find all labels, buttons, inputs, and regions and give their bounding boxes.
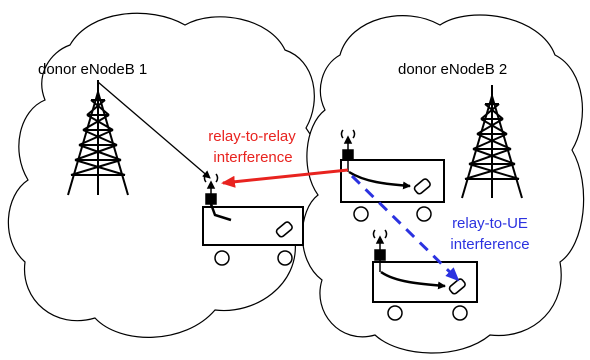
relay-antenna-icon (340, 129, 356, 172)
relay-to-ue-interference-arrow (350, 174, 460, 282)
backhaul-link-arrow (97, 81, 211, 179)
relay-to-relay-label-line2: interference (213, 149, 292, 166)
relay-to-relay-label-line1: relay-to-relay (208, 128, 296, 145)
cell-cloud-1 (7, 12, 322, 338)
relay-to-ue-label-line2: interference (450, 236, 529, 253)
relay-to-ue-label-line1: relay-to-UE (452, 215, 528, 232)
phone-icon (448, 278, 466, 295)
donor-enodeb-2-label: donor eNodeB 2 (398, 61, 507, 78)
relay-vehicle-2 (340, 129, 445, 222)
phone-icon (275, 221, 293, 238)
donor-enodeb-1-tower-icon (67, 80, 129, 196)
relay-vehicle-3 (372, 229, 478, 321)
phone-icon (413, 178, 431, 195)
donor-enodeb-2-tower-icon (461, 85, 523, 199)
donor-enodeb-1-label: donor eNodeB 1 (38, 61, 147, 78)
relay-antenna-icon (372, 229, 388, 272)
relay-vehicle-1 (202, 173, 304, 266)
relay-to-relay-interference-arrow (221, 168, 349, 188)
